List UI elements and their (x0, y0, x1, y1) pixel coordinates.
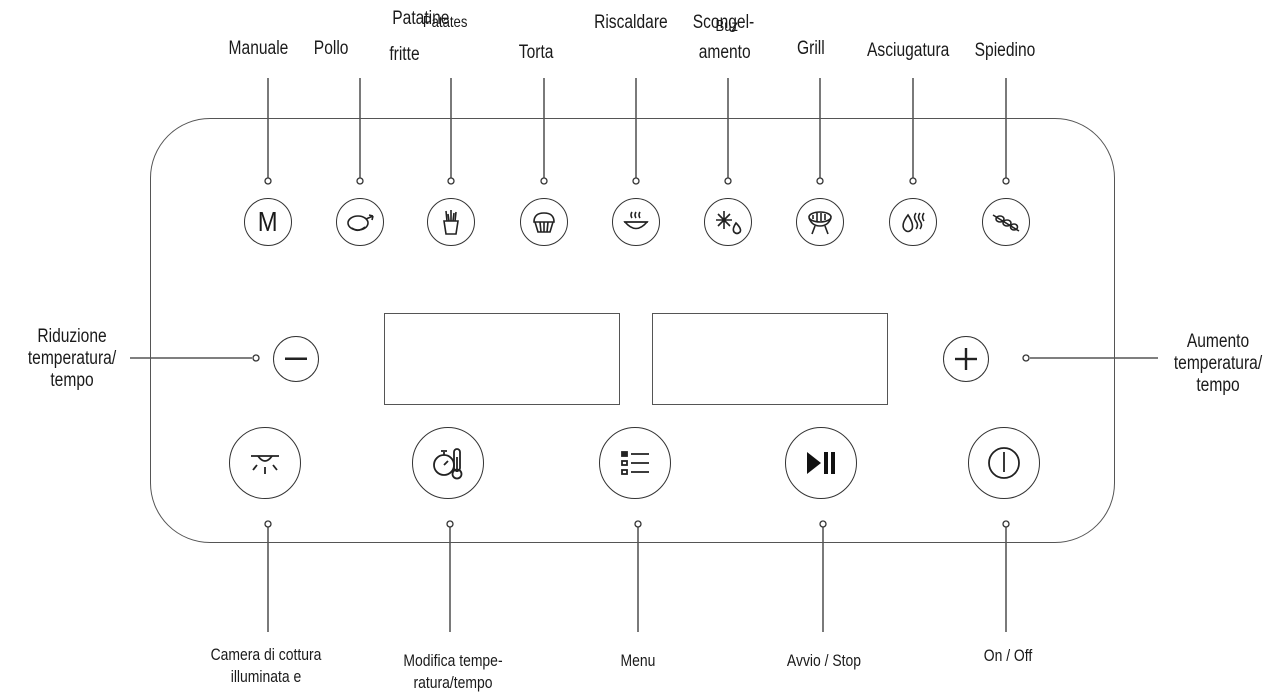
menu-list-icon (621, 451, 649, 475)
left-display (384, 313, 620, 405)
decrease-button[interactable] (273, 336, 319, 382)
label-grill: Grill (797, 38, 825, 59)
chicken-button[interactable] (336, 198, 384, 246)
grill-icon (808, 211, 832, 235)
reheat-button[interactable] (612, 198, 660, 246)
label-patatine: Patatine (392, 8, 450, 29)
label-buz: Buz (715, 18, 739, 35)
fries-button[interactable] (427, 198, 475, 246)
skewer-button[interactable] (982, 198, 1030, 246)
label-spiedino: Spiedino (974, 40, 1036, 61)
dehydrate-icon (902, 212, 925, 233)
label-riduzione: Riduzione temperatura/ tempo (27, 326, 117, 391)
timer-thermometer-icon (433, 448, 463, 480)
label-riscaldare: Riscaldare (594, 12, 668, 33)
manual-button[interactable]: M (244, 198, 292, 246)
plus-icon (955, 348, 977, 370)
label-menu: Menu (620, 651, 656, 670)
label-onoff: On / Off (983, 646, 1033, 665)
label-asciugatura: Asciugatura (867, 40, 950, 61)
label-camera: Camera di cottura illuminata e (210, 645, 322, 686)
play-pause-icon (807, 452, 835, 474)
label-manuale: Manuale (228, 38, 289, 59)
label-torta: Torta (518, 42, 554, 63)
label-pollo: Pollo (313, 38, 349, 59)
label-modifica: Modifica tempe- ratura/tempo (403, 651, 503, 692)
chicken-icon (347, 214, 374, 232)
skewer-icon (992, 214, 1020, 232)
menu-button[interactable] (599, 427, 671, 499)
light-icon (251, 455, 279, 474)
label-scongel: Scongel- (692, 12, 755, 33)
label-patates: Patates (422, 14, 468, 31)
control-panel (150, 118, 1115, 543)
reheat-icon (623, 211, 649, 230)
temp-time-button[interactable] (412, 427, 484, 499)
defrost-icon (716, 211, 742, 235)
label-amento: amento (698, 42, 751, 63)
fries-icon (443, 210, 459, 235)
grill-button[interactable] (796, 198, 844, 246)
minus-icon (285, 357, 307, 360)
cake-button[interactable] (520, 198, 568, 246)
label-fritte: fritte (389, 44, 420, 65)
label-avvio: Avvio / Stop (786, 651, 862, 670)
light-button[interactable] (229, 427, 301, 499)
power-button[interactable] (968, 427, 1040, 499)
label-aumento: Aumento temperatura/ tempo (1173, 331, 1263, 396)
increase-button[interactable] (943, 336, 989, 382)
right-display (652, 313, 888, 405)
power-icon (988, 447, 1020, 479)
dehydrate-button[interactable] (889, 198, 937, 246)
defrost-button[interactable] (704, 198, 752, 246)
manual-icon: M (258, 206, 278, 237)
start-stop-button[interactable] (785, 427, 857, 499)
cake-icon (533, 212, 555, 233)
